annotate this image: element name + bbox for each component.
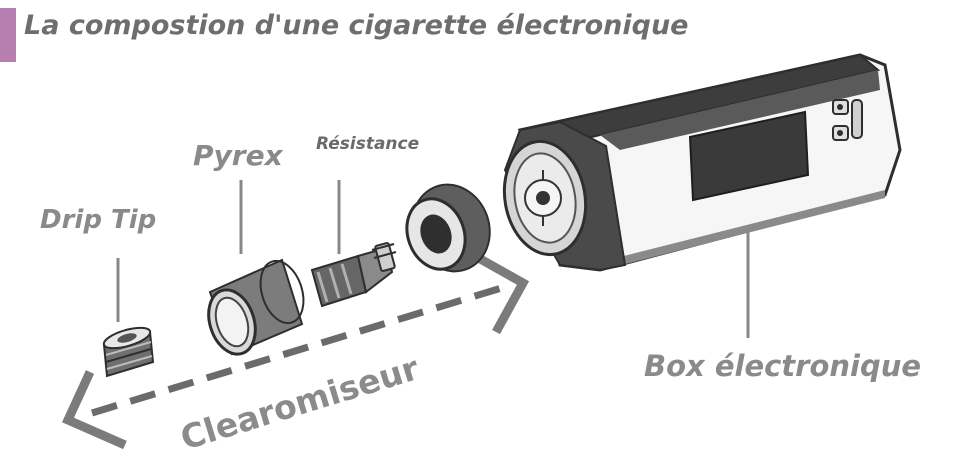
label-pyrex: Pyrex xyxy=(193,139,284,172)
label-clearomiseur: Clearomiseur xyxy=(176,348,424,458)
label-box: Box électronique xyxy=(644,349,921,383)
page-title: La compostion d'une cigarette électroniq… xyxy=(24,10,689,41)
resistance-illustration xyxy=(310,242,397,308)
tank-base-illustration xyxy=(405,183,491,273)
label-resistance: Résistance xyxy=(316,134,419,154)
pyrex-illustration xyxy=(207,258,305,356)
box-mod-illustration xyxy=(502,53,902,272)
bracket-left xyxy=(62,370,127,450)
drip-tip-illustration xyxy=(102,326,155,378)
title-accent-bar xyxy=(0,8,16,62)
bracket-right xyxy=(472,252,530,335)
dashed-line xyxy=(90,282,510,417)
label-drip-tip: Drip Tip xyxy=(40,205,156,235)
